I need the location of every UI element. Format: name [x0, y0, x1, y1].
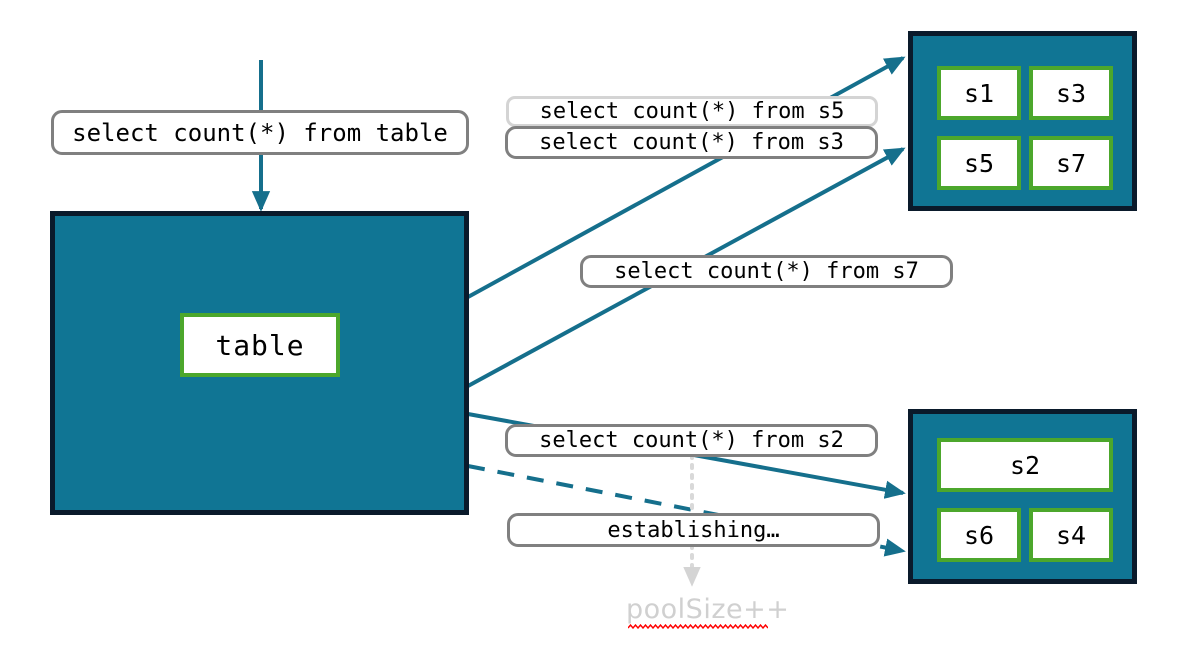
node-s5-label: s5: [963, 148, 995, 178]
node-s7: s7: [1029, 136, 1113, 190]
node-s2-label: s2: [1009, 450, 1041, 480]
edge-label-s3: select count(*) from s3: [505, 126, 878, 159]
node-s7-label: s7: [1055, 148, 1087, 178]
edge-label-s7: select count(*) from s7: [580, 255, 953, 288]
top-server-pool: s1 s3 s5 s7: [908, 31, 1137, 211]
poolsize-annotation-text: poolSize++: [626, 594, 790, 625]
edge-label-establishing: establishing…: [507, 513, 880, 547]
node-s5: s5: [937, 136, 1021, 190]
node-s2: s2: [937, 438, 1113, 492]
entry-query-label: select count(*) from table: [51, 110, 469, 155]
edge-label-s3-text: select count(*) from s3: [539, 130, 844, 155]
node-s6-label: s6: [963, 520, 995, 550]
bottom-server-pool: s2 s6 s4: [908, 409, 1137, 584]
node-s4: s4: [1029, 508, 1113, 562]
node-table-label: table: [215, 328, 305, 362]
edge-label-s7-text: select count(*) from s7: [614, 259, 919, 284]
edge-label-s5: select count(*) from s5: [506, 96, 878, 127]
node-table: table: [180, 313, 340, 377]
poolsize-annotation: poolSize++: [626, 594, 790, 629]
node-s1: s1: [937, 66, 1021, 120]
edge-label-establishing-text: establishing…: [607, 517, 780, 543]
node-s3-label: s3: [1055, 78, 1087, 108]
entry-query-text: select count(*) from table: [72, 118, 448, 147]
edge-label-s2-text: select count(*) from s2: [539, 428, 844, 453]
table-panel: table: [50, 211, 469, 515]
node-s6: s6: [937, 508, 1021, 562]
node-s4-label: s4: [1055, 520, 1087, 550]
node-s1-label: s1: [963, 78, 995, 108]
node-s3: s3: [1029, 66, 1113, 120]
spellcheck-underline-icon: [628, 624, 768, 629]
edge-label-s5-text: select count(*) from s5: [539, 99, 845, 124]
edge-label-s2: select count(*) from s2: [505, 424, 878, 457]
